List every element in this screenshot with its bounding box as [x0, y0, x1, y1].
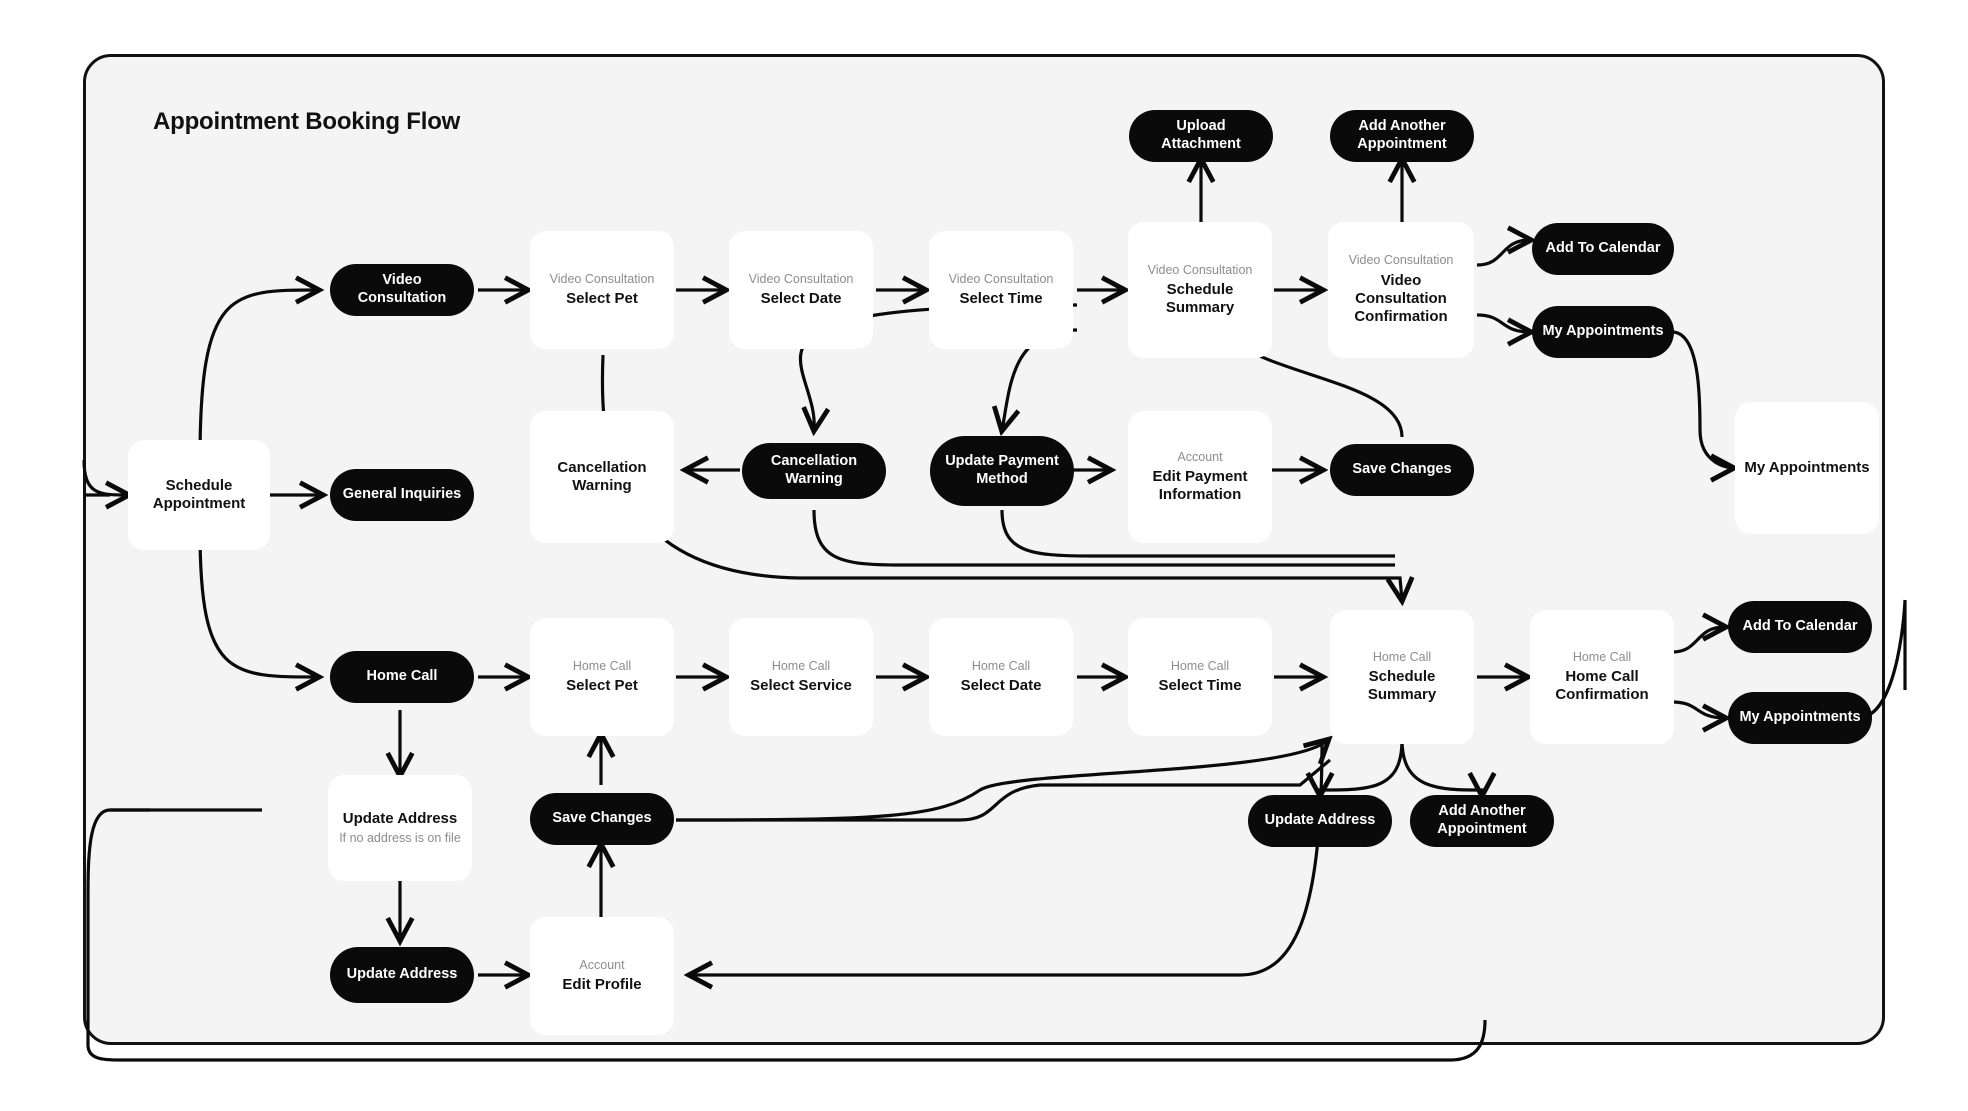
node-eyebrow: Account	[579, 957, 625, 972]
node-label: Save Changes	[552, 810, 652, 827]
node-label: Cancellation Warning	[557, 458, 647, 494]
node-label: Add Another Appointment	[1357, 118, 1447, 152]
node-label: Select Pet	[566, 289, 638, 307]
node-label: Edit Payment Information	[1152, 467, 1248, 504]
node-upload-attachment[interactable]: Upload Attachment	[1129, 110, 1273, 162]
node-eyebrow: Video Consultation	[748, 271, 854, 286]
node-eyebrow: Video Consultation	[1147, 262, 1253, 277]
node-eyebrow: Account	[1177, 449, 1223, 464]
node-eyebrow: Home Call	[1170, 658, 1230, 673]
node-label: My Appointments	[1542, 323, 1664, 340]
node-eyebrow: Home Call	[572, 658, 632, 673]
node-label: Upload Attachment	[1161, 118, 1241, 152]
node-note: If no address is on file	[339, 831, 461, 846]
diagram-frame	[83, 54, 1885, 1045]
node-vc-select-date[interactable]: Video Consultation Select Date	[729, 231, 873, 349]
node-label: Schedule Summary	[1165, 280, 1235, 317]
node-cancellation-warning-card[interactable]: Cancellation Warning	[530, 411, 674, 543]
node-label: Schedule Summary	[1367, 667, 1437, 704]
node-eyebrow: Home Call	[1372, 649, 1432, 664]
node-eyebrow: Video Consultation	[948, 271, 1054, 286]
node-label: My Appointments	[1739, 709, 1861, 726]
node-label: Select Pet	[566, 676, 638, 694]
node-label: Select Service	[750, 676, 852, 694]
node-eyebrow: Video Consultation	[549, 271, 655, 286]
node-label: Select Time	[959, 289, 1043, 307]
node-label: Update Address	[342, 809, 458, 827]
node-eyebrow: Home Call	[971, 658, 1031, 673]
node-general-inquiries[interactable]: General Inquiries	[330, 469, 474, 521]
node-label: Add To Calendar	[1545, 240, 1661, 257]
node-label: Add To Calendar	[1742, 618, 1858, 635]
node-label: General Inquiries	[342, 486, 462, 503]
node-hc-schedule-summary[interactable]: Home Call Schedule Summary	[1330, 610, 1474, 744]
node-vc-confirmation[interactable]: Video Consultation Video Consultation Co…	[1328, 222, 1474, 358]
node-eyebrow: Home Call	[1572, 649, 1632, 664]
node-label: Home Call	[366, 668, 438, 685]
node-label: Select Date	[760, 289, 842, 307]
node-update-address-pill[interactable]: Update Address	[330, 947, 474, 1003]
node-update-address-card[interactable]: Update Address If no address is on file	[328, 775, 472, 881]
node-vc-schedule-summary[interactable]: Video Consultation Schedule Summary	[1128, 222, 1272, 358]
node-schedule-appointment[interactable]: Schedule Appointment	[128, 440, 270, 550]
node-hc-select-time[interactable]: Home Call Select Time	[1128, 618, 1272, 736]
node-label: Cancellation Warning	[770, 453, 858, 487]
node-save-changes-bottom[interactable]: Save Changes	[530, 793, 674, 845]
node-eyebrow: Home Call	[771, 658, 831, 673]
node-edit-profile[interactable]: Account Edit Profile	[530, 917, 674, 1035]
node-update-address-bottom[interactable]: Update Address	[1248, 795, 1392, 847]
node-hc-confirmation[interactable]: Home Call Home Call Confirmation	[1530, 610, 1674, 744]
node-vc-select-pet[interactable]: Video Consultation Select Pet	[530, 231, 674, 349]
node-label: Save Changes	[1352, 461, 1452, 478]
node-cancellation-warning-pill[interactable]: Cancellation Warning	[742, 443, 886, 499]
node-hc-select-service[interactable]: Home Call Select Service	[729, 618, 873, 736]
node-label: My Appointments	[1744, 458, 1870, 476]
node-eyebrow: Video Consultation	[1348, 253, 1454, 268]
node-hc-select-pet[interactable]: Home Call Select Pet	[530, 618, 674, 736]
page-title: Appointment Booking Flow	[153, 108, 461, 135]
node-update-payment-method[interactable]: Update Payment Method	[930, 436, 1074, 506]
node-add-another-appointment-bottom[interactable]: Add Another Appointment	[1410, 795, 1554, 847]
node-add-to-calendar-top[interactable]: Add To Calendar	[1532, 223, 1674, 275]
node-label: Select Time	[1158, 676, 1242, 694]
node-label: Schedule Appointment	[152, 476, 246, 512]
node-label: Update Address	[1264, 812, 1376, 829]
node-edit-payment-information[interactable]: Account Edit Payment Information	[1128, 411, 1272, 543]
node-label: Select Date	[960, 676, 1042, 694]
node-label: Video Consultation Confirmation	[1354, 271, 1448, 326]
node-my-appointments-card[interactable]: My Appointments	[1735, 402, 1879, 534]
node-vc-select-time[interactable]: Video Consultation Select Time	[929, 231, 1073, 349]
node-hc-select-date[interactable]: Home Call Select Date	[929, 618, 1073, 736]
node-my-appointments-bottom[interactable]: My Appointments	[1728, 692, 1872, 744]
node-save-changes-mid[interactable]: Save Changes	[1330, 444, 1474, 496]
node-add-another-appointment-top[interactable]: Add Another Appointment	[1330, 110, 1474, 162]
node-label: Home Call Confirmation	[1555, 667, 1649, 704]
node-label: Video Consultation	[357, 272, 447, 306]
node-label: Edit Profile	[562, 975, 642, 993]
node-my-appointments-top[interactable]: My Appointments	[1532, 306, 1674, 358]
node-video-consultation[interactable]: Video Consultation	[330, 264, 474, 316]
node-label: Add Another Appointment	[1437, 803, 1527, 837]
node-add-to-calendar-bottom[interactable]: Add To Calendar	[1728, 601, 1872, 653]
node-home-call[interactable]: Home Call	[330, 651, 474, 703]
node-label: Update Address	[346, 966, 458, 983]
node-label: Update Payment Method	[945, 453, 1059, 487]
